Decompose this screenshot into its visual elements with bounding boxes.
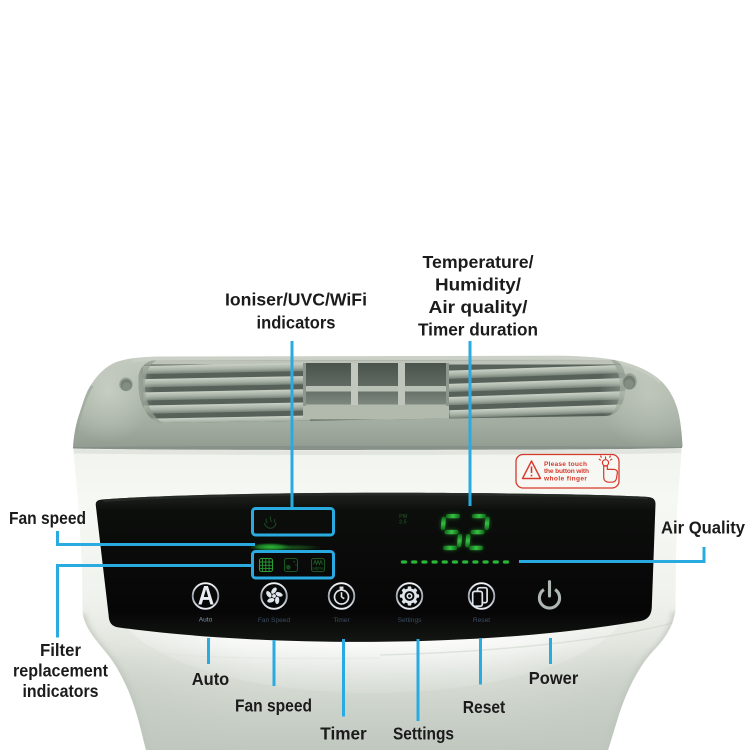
svg-text:Auto: Auto <box>192 669 230 689</box>
svg-text:the button with: the button with <box>544 468 589 475</box>
svg-text:Power: Power <box>529 668 579 688</box>
svg-text:Fan speed: Fan speed <box>235 696 312 716</box>
svg-text:Filter: Filter <box>40 640 81 660</box>
svg-text:indicators: indicators <box>257 313 336 333</box>
svg-text:Fan speed: Fan speed <box>9 508 86 528</box>
svg-text:A: A <box>198 580 215 610</box>
svg-text:Timer: Timer <box>333 617 350 624</box>
svg-text:Ioniser/UVC/WiFi: Ioniser/UVC/WiFi <box>225 290 367 310</box>
svg-text:2.5: 2.5 <box>399 520 407 526</box>
svg-text:Timer duration: Timer duration <box>418 319 538 339</box>
svg-text:PM: PM <box>399 514 408 520</box>
svg-text:Reset: Reset <box>473 617 490 624</box>
svg-text:Timer: Timer <box>320 724 367 744</box>
svg-text:Air quality/: Air quality/ <box>429 297 528 317</box>
svg-text:Settings: Settings <box>393 724 454 744</box>
svg-text:Reset: Reset <box>463 697 506 717</box>
svg-text:replacement: replacement <box>13 660 108 680</box>
svg-text:indicators: indicators <box>23 681 99 701</box>
svg-text:Humidity/: Humidity/ <box>435 275 521 295</box>
svg-text:Please touch: Please touch <box>544 461 587 468</box>
svg-text:HEPA: HEPA <box>312 566 323 571</box>
svg-text:whole finger: whole finger <box>543 475 587 482</box>
svg-text:Temperature/: Temperature/ <box>423 252 534 272</box>
svg-text:Fan Speed: Fan Speed <box>258 617 291 624</box>
svg-text:Air Quality: Air Quality <box>661 518 745 538</box>
svg-text:Settings: Settings <box>398 617 423 624</box>
svg-text:Auto: Auto <box>199 617 213 624</box>
